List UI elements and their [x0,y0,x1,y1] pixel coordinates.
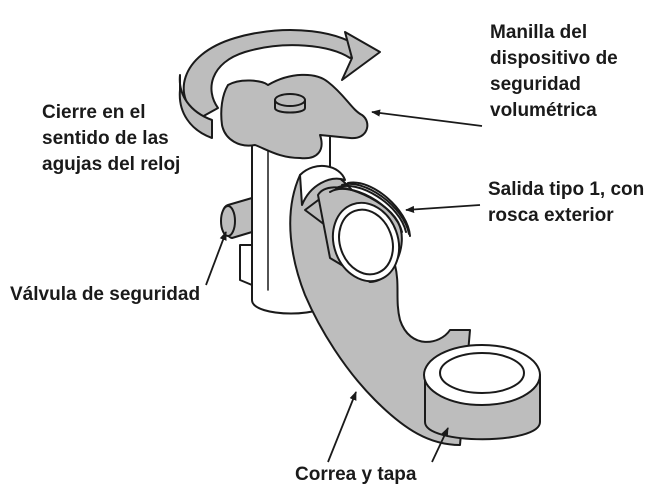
label-rotation-line-3: agujas del reloj [42,154,181,175]
label-safety-valve-text: Válvula de seguridad [10,284,201,305]
outlet-fitting [304,181,411,283]
leader-cap [431,427,449,463]
cap [423,344,541,441]
label-outlet-line-2: rosca exterior [488,205,614,226]
rotation-arrow-head [341,31,381,81]
label-outlet-line-1: Salida tipo 1, con [488,179,645,200]
leader-safety-valve [205,231,227,286]
label-rotation-line-1: Cierre en el [42,102,146,123]
label-strap-cap-text: Correa y tapa [295,464,417,485]
label-outlet: Salida tipo 1, con rosca exterior [488,177,644,229]
valve-handle [220,73,369,160]
label-strap-cap: Correa y tapa [295,462,416,488]
label-safety-valve: Válvula de seguridad [10,282,200,308]
label-rotation: Cierre en el sentido de las agujas del r… [42,100,180,178]
leader-outlet [405,204,481,214]
label-handle: Manilla del dispositivo de seguridad vol… [490,20,618,124]
strap-loop [299,165,346,206]
leader-handle [371,109,483,127]
leader-strap [327,391,357,463]
label-handle-line-1: Manilla del [490,22,588,43]
label-handle-line-4: volumétrica [490,100,597,121]
rotation-arrow-front [178,74,213,139]
label-handle-line-3: seguridad [490,74,581,95]
label-handle-line-2: dispositivo de [490,48,618,69]
label-rotation-line-2: sentido de las [42,128,169,149]
